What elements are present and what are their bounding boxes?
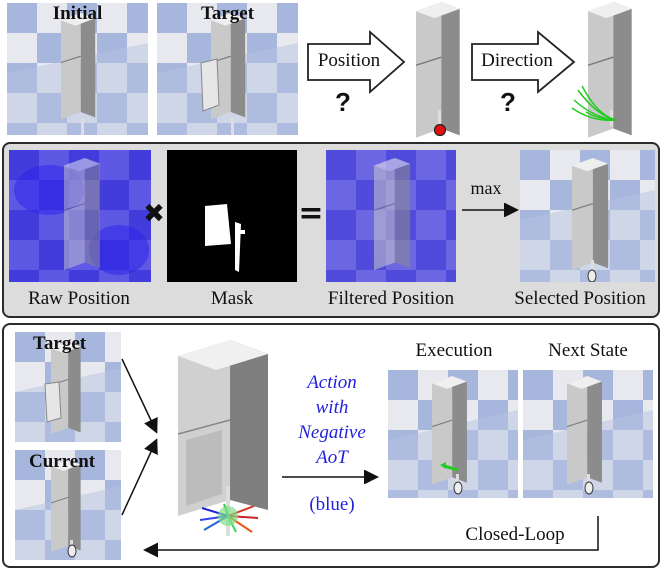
action-line-2: with [315,397,349,418]
closed-loop-label: Closed-Loop [465,524,565,545]
current-state-image [15,450,121,560]
selected-position-label: Selected Position [514,288,646,309]
selected-position-image [520,150,655,282]
action-line-4: AoT [316,447,348,468]
fridge-position-image [415,1,461,139]
target-label: Target [200,3,255,24]
bottom-target-label: Target [33,333,87,354]
execution-label: Execution [415,340,493,361]
execution-image [388,370,518,498]
max-label: max [470,178,502,198]
direction-arrows-icon [571,85,617,121]
action-direction-arrows-icon [199,503,259,533]
contact-point-marker [433,123,447,137]
mask-label: Mask [210,288,254,309]
position-block-arrow [307,30,406,94]
filtered-position-heatmap [326,150,456,282]
question-mark-direction: ? [500,87,516,117]
raw-position-heatmap [9,150,151,282]
action-line-1: Action [307,372,357,393]
filtered-position-label: Filtered Position [327,288,455,309]
action-line-3: Negative [298,422,366,443]
position-label: Position [317,50,381,71]
next-state-label: Next State [548,340,628,361]
target-state-image [15,332,121,442]
closed-loop-arrow [143,516,599,558]
initial-scene-image [7,3,148,135]
raw-position-label: Raw Position [28,288,130,309]
blue-label: (blue) [309,494,355,515]
execute-arrow [282,470,379,484]
initial-label: Initial [52,3,103,24]
target-scene-image [157,3,298,135]
max-arrow [462,203,519,217]
direction-block-arrow [471,30,576,94]
equals-symbol: = [298,196,324,231]
next-state-image [523,370,653,498]
direction-label: Direction [481,50,553,71]
multiply-symbol: ✖ [143,199,165,229]
mask-image [167,150,297,282]
current-label: Current [29,451,96,472]
question-mark-position: ? [335,87,351,117]
action-fridge-image [177,340,268,536]
fridge-direction-image [571,1,633,139]
input-arrows [121,358,158,516]
